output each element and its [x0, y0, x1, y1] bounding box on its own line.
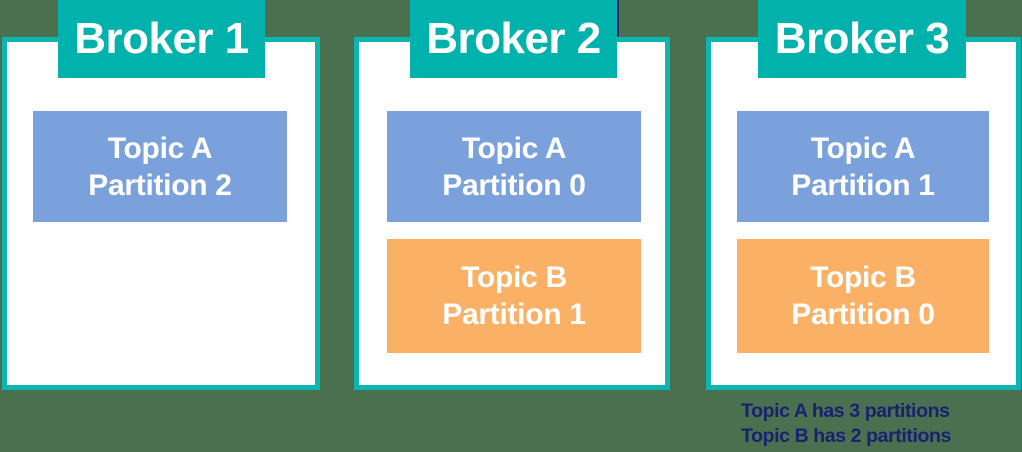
partition-label: Partition 0	[791, 298, 935, 331]
topic-label: Topic A	[461, 131, 567, 165]
topic-a-note: Topic A has 3 partitions	[741, 400, 950, 422]
partition-label: Partition 1	[791, 168, 935, 202]
broker-1-card: Topic A Partition 2	[2, 37, 320, 390]
broker-2-header: Broker 2	[410, 0, 617, 78]
broker-1-topic-a-partition: Topic A Partition 2	[33, 111, 287, 222]
broker-3-card: Topic A Partition 1 Topic B Partition 0	[706, 37, 1021, 390]
broker-3-topic-b-partition: Topic B Partition 0	[737, 239, 989, 353]
broker-3-header: Broker 3	[758, 0, 966, 78]
topic-b-note: Topic B has 2 partitions	[741, 425, 951, 447]
topic-label: Topic B	[461, 261, 567, 294]
topic-label: Topic A	[810, 131, 916, 165]
broker-1-header: Broker 1	[58, 0, 265, 78]
topic-label: Topic A	[107, 131, 213, 165]
partition-label: Partition 0	[442, 168, 586, 202]
broker-3-title: Broker 3	[774, 14, 950, 63]
broker-2-topic-b-partition: Topic B Partition 1	[387, 239, 641, 353]
broker-2-card: Topic A Partition 0 Topic B Partition 1	[354, 37, 670, 390]
stray-line-artifact	[617, 0, 619, 36]
broker-2-title: Broker 2	[426, 14, 601, 63]
broker-2-topic-a-partition: Topic A Partition 0	[387, 111, 641, 222]
partition-label: Partition 1	[442, 298, 586, 331]
broker-3-topic-a-partition: Topic A Partition 1	[737, 111, 989, 222]
partition-count-notes: Topic A has 3 partitions Topic B has 2 p…	[741, 399, 951, 449]
topic-label: Topic B	[810, 261, 916, 294]
partition-label: Partition 2	[88, 168, 232, 202]
broker-1-title: Broker 1	[74, 14, 249, 63]
